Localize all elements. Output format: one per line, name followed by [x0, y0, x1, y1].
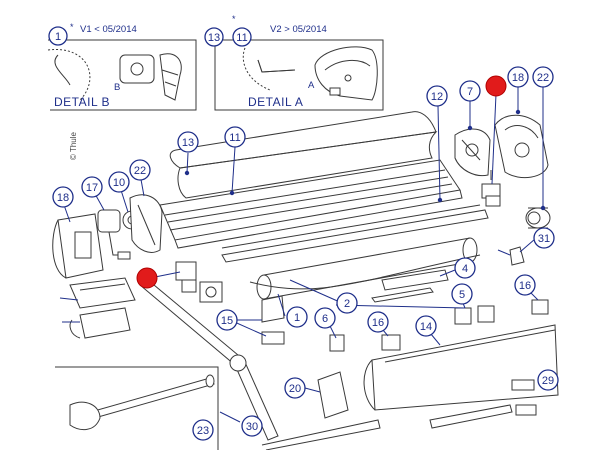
svg-text:18: 18 — [57, 192, 69, 204]
callout-30[interactable]: 30 — [241, 415, 263, 437]
motor-bracket-21 — [481, 170, 501, 207]
callout-29[interactable]: 29 — [537, 369, 559, 391]
callout-13-v2: 13 — [204, 27, 224, 47]
detail-a-marker: A — [308, 80, 315, 91]
v2-label: V2 > 05/2014 — [270, 24, 327, 35]
detail-b-label: DETAIL B — [54, 95, 110, 109]
fabric-bar-2 — [249, 254, 481, 290]
front-rail-12 — [221, 204, 489, 263]
svg-text:23: 23 — [197, 425, 209, 437]
svg-text:13: 13 — [182, 137, 194, 149]
spring-22r — [525, 207, 551, 229]
arm-bracket-21l — [175, 261, 197, 293]
clip-6 — [329, 334, 345, 352]
detail-a-label: DETAIL A — [248, 95, 303, 109]
v1-star: * — [70, 22, 74, 32]
arm-30 — [139, 279, 279, 441]
svg-text:31: 31 — [538, 233, 550, 245]
svg-text:2: 2 — [344, 298, 350, 310]
motor-17 — [97, 209, 131, 260]
svg-text:12: 12 — [431, 91, 443, 103]
svg-text:11: 11 — [236, 32, 247, 44]
rail-4 — [371, 269, 449, 303]
svg-text:22: 22 — [537, 72, 549, 84]
callout-5[interactable]: 5 — [451, 283, 473, 305]
svg-text:15: 15 — [221, 315, 233, 327]
callout-20[interactable]: 20 — [284, 377, 306, 399]
callout-2[interactable]: 2 — [336, 292, 358, 314]
callout-17[interactable]: 17 — [81, 176, 103, 198]
svg-text:5: 5 — [459, 289, 465, 301]
v2-star: * — [232, 14, 236, 24]
end-piece-20 — [317, 371, 349, 419]
detail-box-bottom — [55, 366, 219, 450]
shoulder-part — [69, 277, 136, 309]
svg-text:6: 6 — [322, 313, 328, 325]
callout-22-right[interactable]: 22 — [532, 66, 554, 88]
svg-text:20: 20 — [289, 383, 301, 395]
bottom-rail — [261, 404, 513, 450]
copyright-text: © Thule — [69, 131, 78, 160]
svg-text:4: 4 — [462, 263, 468, 275]
callout-1-v1: 1 — [48, 26, 68, 46]
callout-16-middle[interactable]: 16 — [367, 311, 389, 333]
callout-7[interactable]: 7 — [459, 80, 481, 102]
callout-13[interactable]: 13 — [177, 131, 199, 153]
svg-text:1: 1 — [55, 31, 61, 43]
callout-18-left[interactable]: 18 — [52, 186, 74, 208]
end-cap-18r — [494, 114, 549, 179]
highlight-callout-21-left[interactable] — [136, 267, 158, 289]
svg-text:29: 29 — [542, 375, 554, 387]
end-cap-22l — [129, 194, 163, 253]
svg-text:30: 30 — [246, 421, 258, 433]
v1-label: V1 < 05/2014 — [80, 24, 137, 35]
clip-16r — [531, 299, 549, 315]
fabric-tube-1 — [256, 237, 478, 300]
callout-14[interactable]: 14 — [415, 315, 437, 337]
callout-23[interactable]: 23 — [192, 419, 214, 441]
detail-b-marker: B — [114, 82, 120, 93]
svg-text:13: 13 — [208, 32, 220, 44]
cover-profile-13 — [169, 111, 438, 199]
cassette-end-18l — [52, 213, 104, 279]
callout-16-right[interactable]: 16 — [514, 274, 536, 296]
part-29 — [511, 379, 537, 416]
callout-10[interactable]: 10 — [108, 171, 130, 193]
svg-text:16: 16 — [519, 280, 531, 292]
callout-1[interactable]: 1 — [286, 306, 308, 328]
callout-18-right[interactable]: 18 — [507, 66, 529, 88]
detail-box-v1: * V1 < 05/2014 1 DETAIL B B — [47, 22, 197, 111]
motor-bracket-detail-b — [119, 53, 182, 101]
end-cap-7 — [454, 128, 491, 177]
svg-text:22: 22 — [134, 165, 146, 177]
clips-5 — [454, 305, 495, 325]
callout-31[interactable]: 31 — [533, 227, 555, 249]
callout-15[interactable]: 15 — [216, 309, 238, 331]
arm-joint — [199, 281, 223, 303]
svg-text:16: 16 — [372, 317, 384, 329]
highlight-callout-21-right[interactable] — [485, 75, 507, 97]
svg-text:14: 14 — [420, 321, 432, 333]
lower-bracket — [69, 307, 131, 339]
callout-4[interactable]: 4 — [454, 257, 476, 279]
detail-box-v2: * V2 > 05/2014 13 11 DETAIL A A — [204, 14, 384, 111]
callout-12[interactable]: 12 — [426, 85, 448, 107]
svg-text:17: 17 — [86, 182, 98, 194]
end-cap-detail-a — [314, 46, 378, 101]
svg-text:18: 18 — [512, 72, 524, 84]
callout-11-v2: 11 — [232, 27, 252, 47]
profile-11 — [159, 159, 463, 249]
callout-6[interactable]: 6 — [314, 307, 336, 329]
callout-11[interactable]: 11 — [224, 126, 246, 148]
svg-text:7: 7 — [467, 86, 473, 98]
callout-22-left[interactable]: 22 — [129, 159, 151, 181]
end-cap-16m — [381, 334, 401, 351]
part-15 — [261, 295, 285, 345]
svg-text:10: 10 — [113, 177, 125, 189]
svg-text:1: 1 — [294, 312, 300, 324]
svg-text:11: 11 — [229, 132, 240, 144]
